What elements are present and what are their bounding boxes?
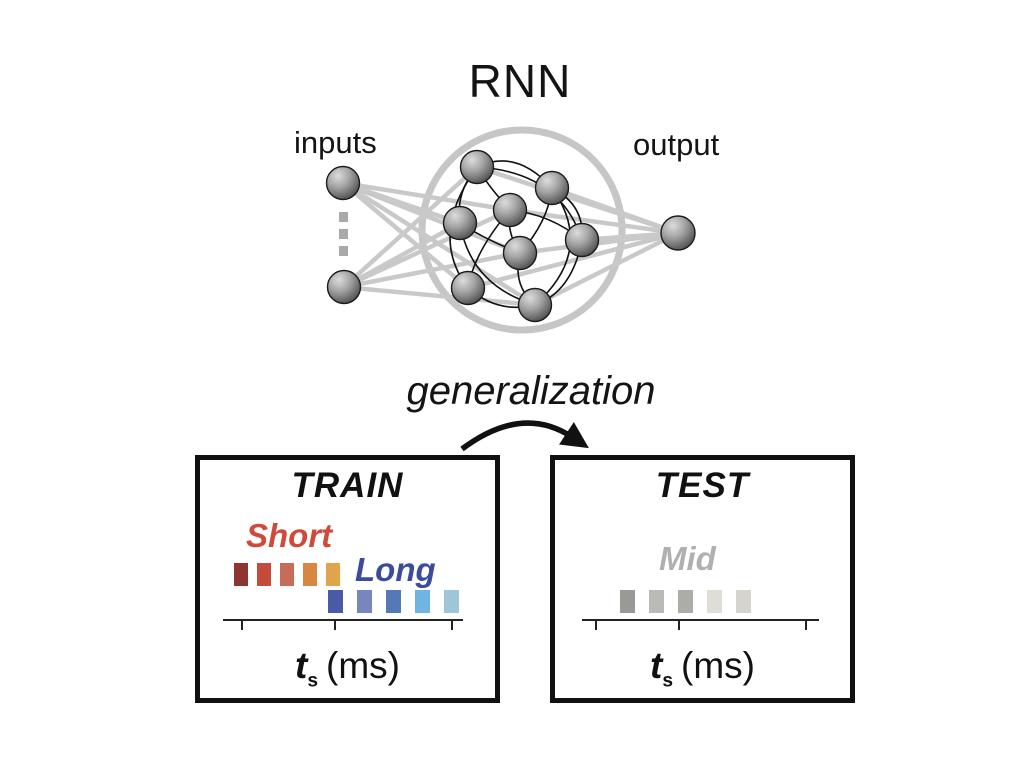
train-title: TRAIN [291, 466, 404, 505]
rnn-node [450, 270, 486, 306]
interval-square [328, 590, 343, 613]
rnn-title: RNN [468, 55, 572, 107]
mid-intervals-row [620, 590, 751, 613]
interval-square [444, 590, 459, 613]
interval-square [678, 590, 693, 613]
input-connections [341, 165, 537, 308]
short-intervals-row [234, 563, 340, 586]
interval-square [620, 590, 635, 613]
train-box: TRAIN Short Long ts (ms) [195, 455, 500, 703]
generalization-arrow [460, 420, 589, 452]
test-axis-tick [805, 620, 807, 630]
t-subscript: s [662, 670, 674, 692]
train-axis-tick [241, 620, 243, 630]
interval-square [707, 590, 722, 613]
short-label: Short [246, 517, 333, 554]
interval-square [280, 563, 294, 586]
test-axis-label: ts (ms) [555, 645, 850, 692]
output-connections [467, 164, 680, 308]
rnn-node [502, 235, 538, 271]
t-subscript: s [307, 670, 319, 692]
input-node-bottom [326, 269, 362, 305]
long-intervals-row [328, 590, 459, 613]
test-axis-line [582, 619, 819, 621]
input-node-top [325, 165, 361, 201]
interval-square [415, 590, 430, 613]
t-symbol: t [295, 645, 308, 686]
generalization-label: generalization [406, 369, 656, 413]
rnn-node [534, 170, 570, 206]
interval-square [357, 590, 372, 613]
interval-square [736, 590, 751, 613]
train-axis-tick [451, 620, 453, 630]
inputs-label: inputs [294, 125, 377, 160]
rnn-node [492, 192, 528, 228]
rnn-network-diagram [325, 126, 696, 452]
interval-square [386, 590, 401, 613]
axis-unit: (ms) [681, 645, 755, 686]
rnn-node [459, 149, 495, 185]
axis-unit: (ms) [326, 645, 400, 686]
test-axis-tick [678, 620, 680, 630]
test-axis-tick [595, 620, 597, 630]
output-node [660, 215, 696, 251]
rnn-node [564, 222, 600, 258]
t-symbol: t [650, 645, 663, 686]
train-axis-tick [334, 620, 336, 630]
output-label: output [633, 127, 720, 162]
interval-square [303, 563, 317, 586]
test-box: TEST Mid ts (ms) [550, 455, 855, 703]
rnn-node [442, 205, 478, 241]
interval-square [649, 590, 664, 613]
test-title: TEST [655, 466, 750, 505]
train-axis-label: ts (ms) [200, 645, 495, 692]
interval-square [257, 563, 271, 586]
interval-square [326, 563, 340, 586]
mid-label: Mid [659, 540, 716, 577]
train-axis-line [223, 619, 463, 621]
interval-square [234, 563, 248, 586]
network-nodes [325, 149, 696, 323]
long-label: Long [355, 551, 436, 588]
rnn-node [517, 287, 553, 323]
